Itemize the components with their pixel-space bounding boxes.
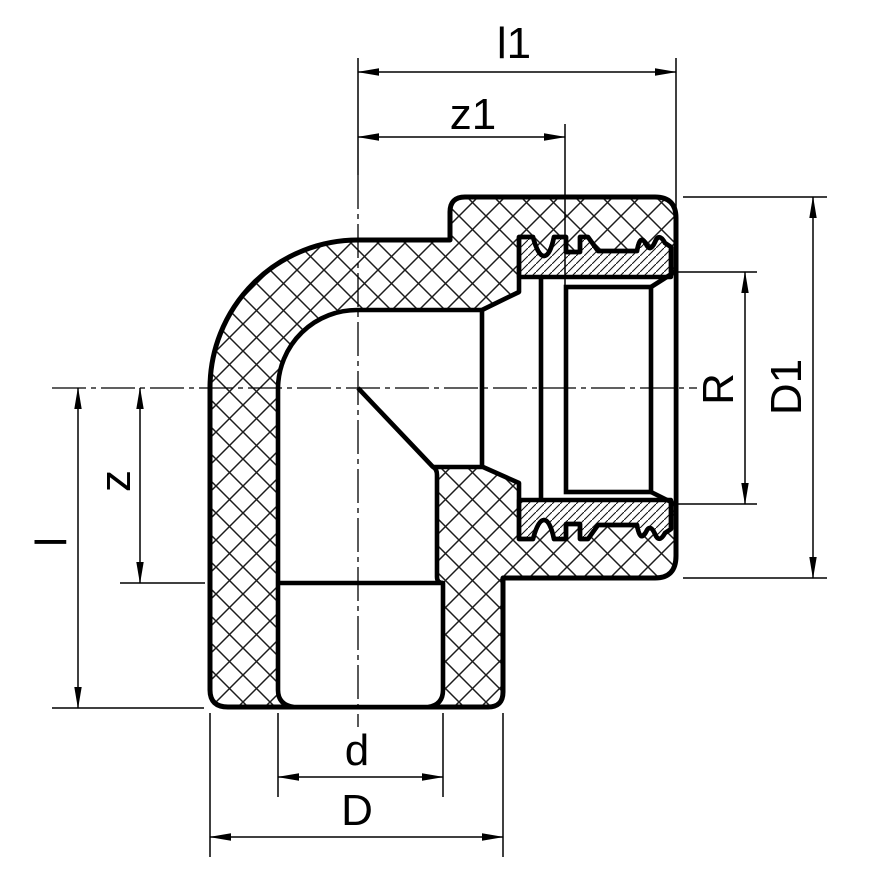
centerlines (52, 58, 697, 727)
dimension-l1: l1 (357, 19, 677, 213)
dim-label-d: d (345, 726, 369, 775)
dim-label-z1: z1 (450, 90, 496, 139)
dim-label-z: z (91, 470, 140, 492)
dimensions: l1 z1 R D1 l z (27, 19, 827, 857)
dim-label-l1: l1 (497, 19, 531, 68)
dimension-D: D (209, 713, 504, 857)
dim-label-l: l (27, 537, 76, 547)
thread-bore (563, 284, 654, 495)
cone-transition-edge (356, 386, 435, 469)
dimension-l: l (27, 387, 204, 709)
dimension-R: R (678, 271, 757, 505)
fitting-body (207, 194, 679, 710)
internal-edges (278, 271, 675, 586)
mouth-chamfer-bottom (649, 489, 675, 506)
threaded-insert-lower-section (516, 497, 674, 542)
dim-label-D: D (341, 786, 373, 835)
mouth-chamfer-top (649, 271, 675, 289)
dimension-D1: D1 (683, 196, 827, 579)
dim-label-R: R (694, 373, 743, 405)
threaded-insert-upper-section (516, 234, 674, 280)
dimension-z1: z1 (357, 90, 566, 286)
dim-label-D1: D1 (762, 359, 811, 415)
dimension-d: d (277, 713, 444, 797)
dimension-z: z (91, 387, 205, 584)
